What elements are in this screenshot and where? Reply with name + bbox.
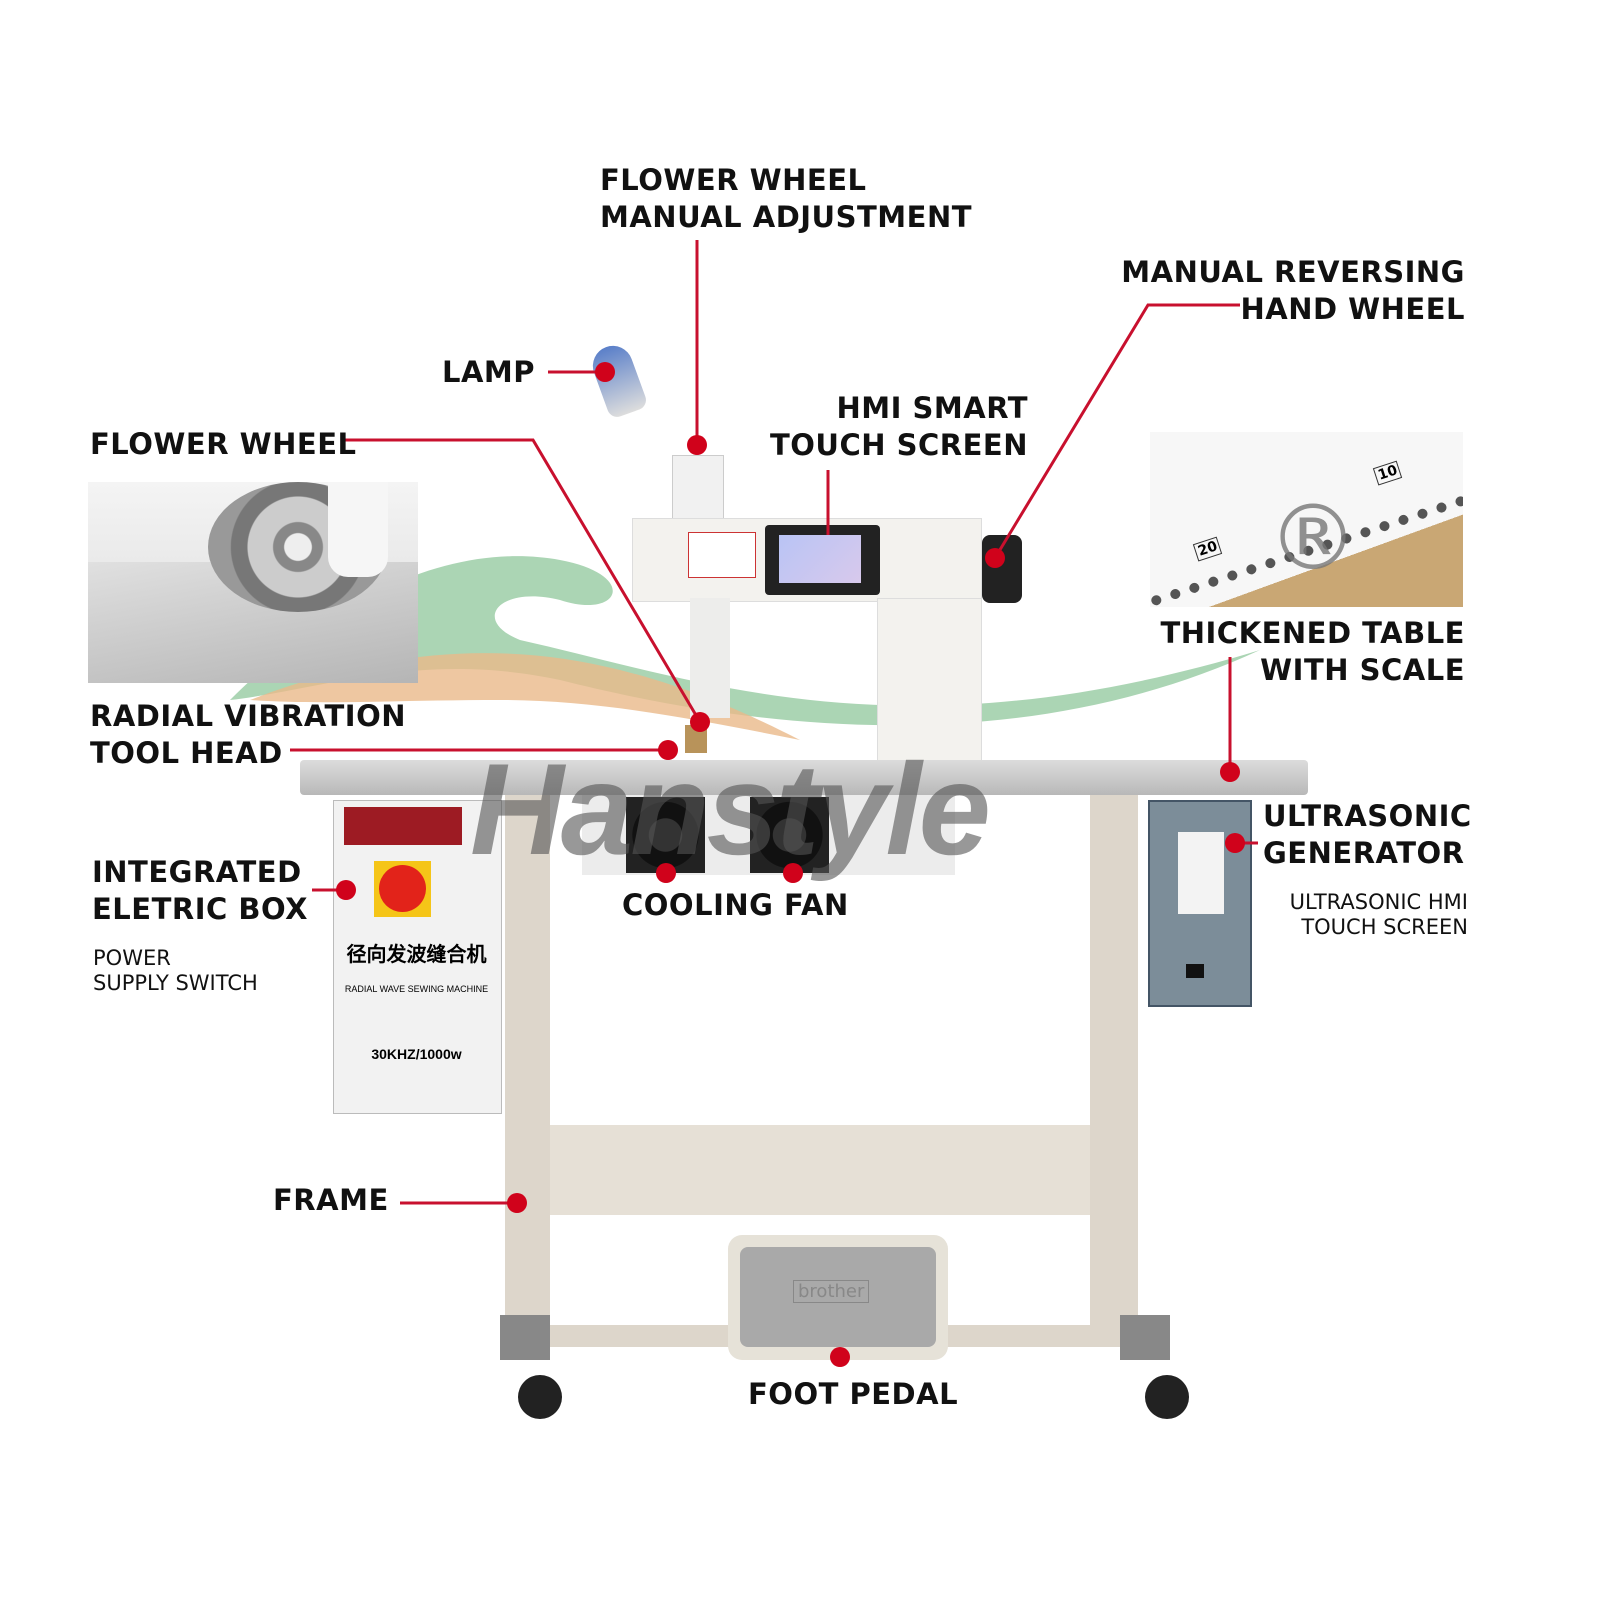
label-line: RADIAL VIBRATION	[90, 699, 407, 733]
frame-crossbar	[550, 1125, 1090, 1215]
fan-panel	[582, 795, 955, 875]
table-scale-inset-photo: 20 10 ®	[1150, 432, 1463, 607]
caster-right	[1145, 1375, 1189, 1419]
label-flower-wheel: FLOWER WHEEL	[90, 427, 357, 461]
label-line: ULTRASONIC HMI	[1289, 890, 1468, 914]
box-spec: 30KHZ/1000w	[371, 1046, 462, 1062]
label-ultrasonic-generator: ULTRASONIC GENERATOR	[1263, 798, 1472, 872]
label-lamp: LAMP	[442, 355, 536, 389]
flower-wheel-inset-photo	[88, 482, 418, 683]
label-line: MANUAL ADJUSTMENT	[600, 200, 972, 234]
registered-mark: ®	[1268, 486, 1358, 591]
label-line: WITH SCALE	[1260, 653, 1465, 687]
cooling-fan-1	[626, 797, 705, 873]
label-cooling-fan: COOLING FAN	[622, 888, 849, 922]
cooling-fan-2	[750, 797, 829, 873]
adjustment-block	[672, 455, 724, 522]
warning-sticker	[688, 532, 756, 578]
power-switch[interactable]	[374, 861, 431, 917]
needle-bar	[690, 598, 730, 718]
caster-left	[518, 1375, 562, 1419]
label-line: TOUCH SCREEN	[1301, 915, 1468, 939]
label-line: INTEGRATED	[92, 855, 302, 889]
label-line: SUPPLY SWITCH	[93, 971, 258, 995]
frame-left-leg	[505, 795, 550, 1325]
tool-head	[685, 725, 707, 753]
label-line: GENERATOR	[1263, 836, 1465, 870]
pedal-brand: brother	[793, 1280, 870, 1303]
label-line: FLOWER WHEEL	[600, 163, 867, 197]
table-top	[300, 760, 1308, 795]
frame-foot-right	[1120, 1315, 1170, 1360]
label-line: HMI SMART	[836, 391, 1028, 425]
label-flower-wheel-manual-adjustment: FLOWER WHEEL MANUAL ADJUSTMENT	[600, 162, 972, 236]
label-frame: FRAME	[273, 1183, 389, 1217]
label-thickened-table-with-scale: THICKENED TABLE WITH SCALE	[1160, 615, 1465, 689]
label-line: ULTRASONIC	[1263, 799, 1472, 833]
sewing-arm	[877, 598, 982, 762]
label-line: THICKENED TABLE	[1160, 616, 1465, 650]
label-foot-pedal: FOOT PEDAL	[748, 1377, 959, 1411]
label-line: ELETRIC BOX	[92, 892, 308, 926]
watermark: Hanstyle	[470, 736, 991, 882]
label-line: POWER	[93, 946, 171, 970]
label-line: TOUCH SCREEN	[769, 428, 1028, 462]
foot-pedal[interactable]: brother	[728, 1235, 948, 1360]
label-manual-reversing-hand-wheel: MANUAL REVERSING HAND WHEEL	[1121, 254, 1465, 328]
label-integrated-electric-box: INTEGRATED ELETRIC BOX	[92, 854, 308, 928]
label-hmi-smart-touch-screen: HMI SMART TOUCH SCREEN	[770, 390, 1028, 464]
label-line: HAND WHEEL	[1240, 292, 1465, 326]
box-title-en: RADIAL WAVE SEWING MACHINE	[344, 984, 489, 994]
frame-right-leg	[1090, 795, 1138, 1325]
label-ultrasonic-hmi-touch-screen: ULTRASONIC HMI TOUCH SCREEN	[1290, 890, 1468, 940]
ultrasonic-hmi-screen[interactable]	[1178, 832, 1224, 914]
label-radial-vibration-tool-head: RADIAL VIBRATION TOOL HEAD	[90, 698, 406, 772]
hmi-touch-screen	[765, 525, 880, 595]
generator-power-switch[interactable]	[1186, 964, 1204, 978]
electric-box: 径向发波缝合机 RADIAL WAVE SEWING MACHINE 30KHZ…	[333, 800, 502, 1114]
frame-foot-left	[500, 1315, 550, 1360]
label-line: TOOL HEAD	[90, 736, 283, 770]
label-power-supply-switch: POWER SUPPLY SWITCH	[93, 946, 258, 996]
box-title-cn: 径向发波缝合机	[346, 942, 487, 966]
label-line: MANUAL REVERSING	[1121, 255, 1465, 289]
